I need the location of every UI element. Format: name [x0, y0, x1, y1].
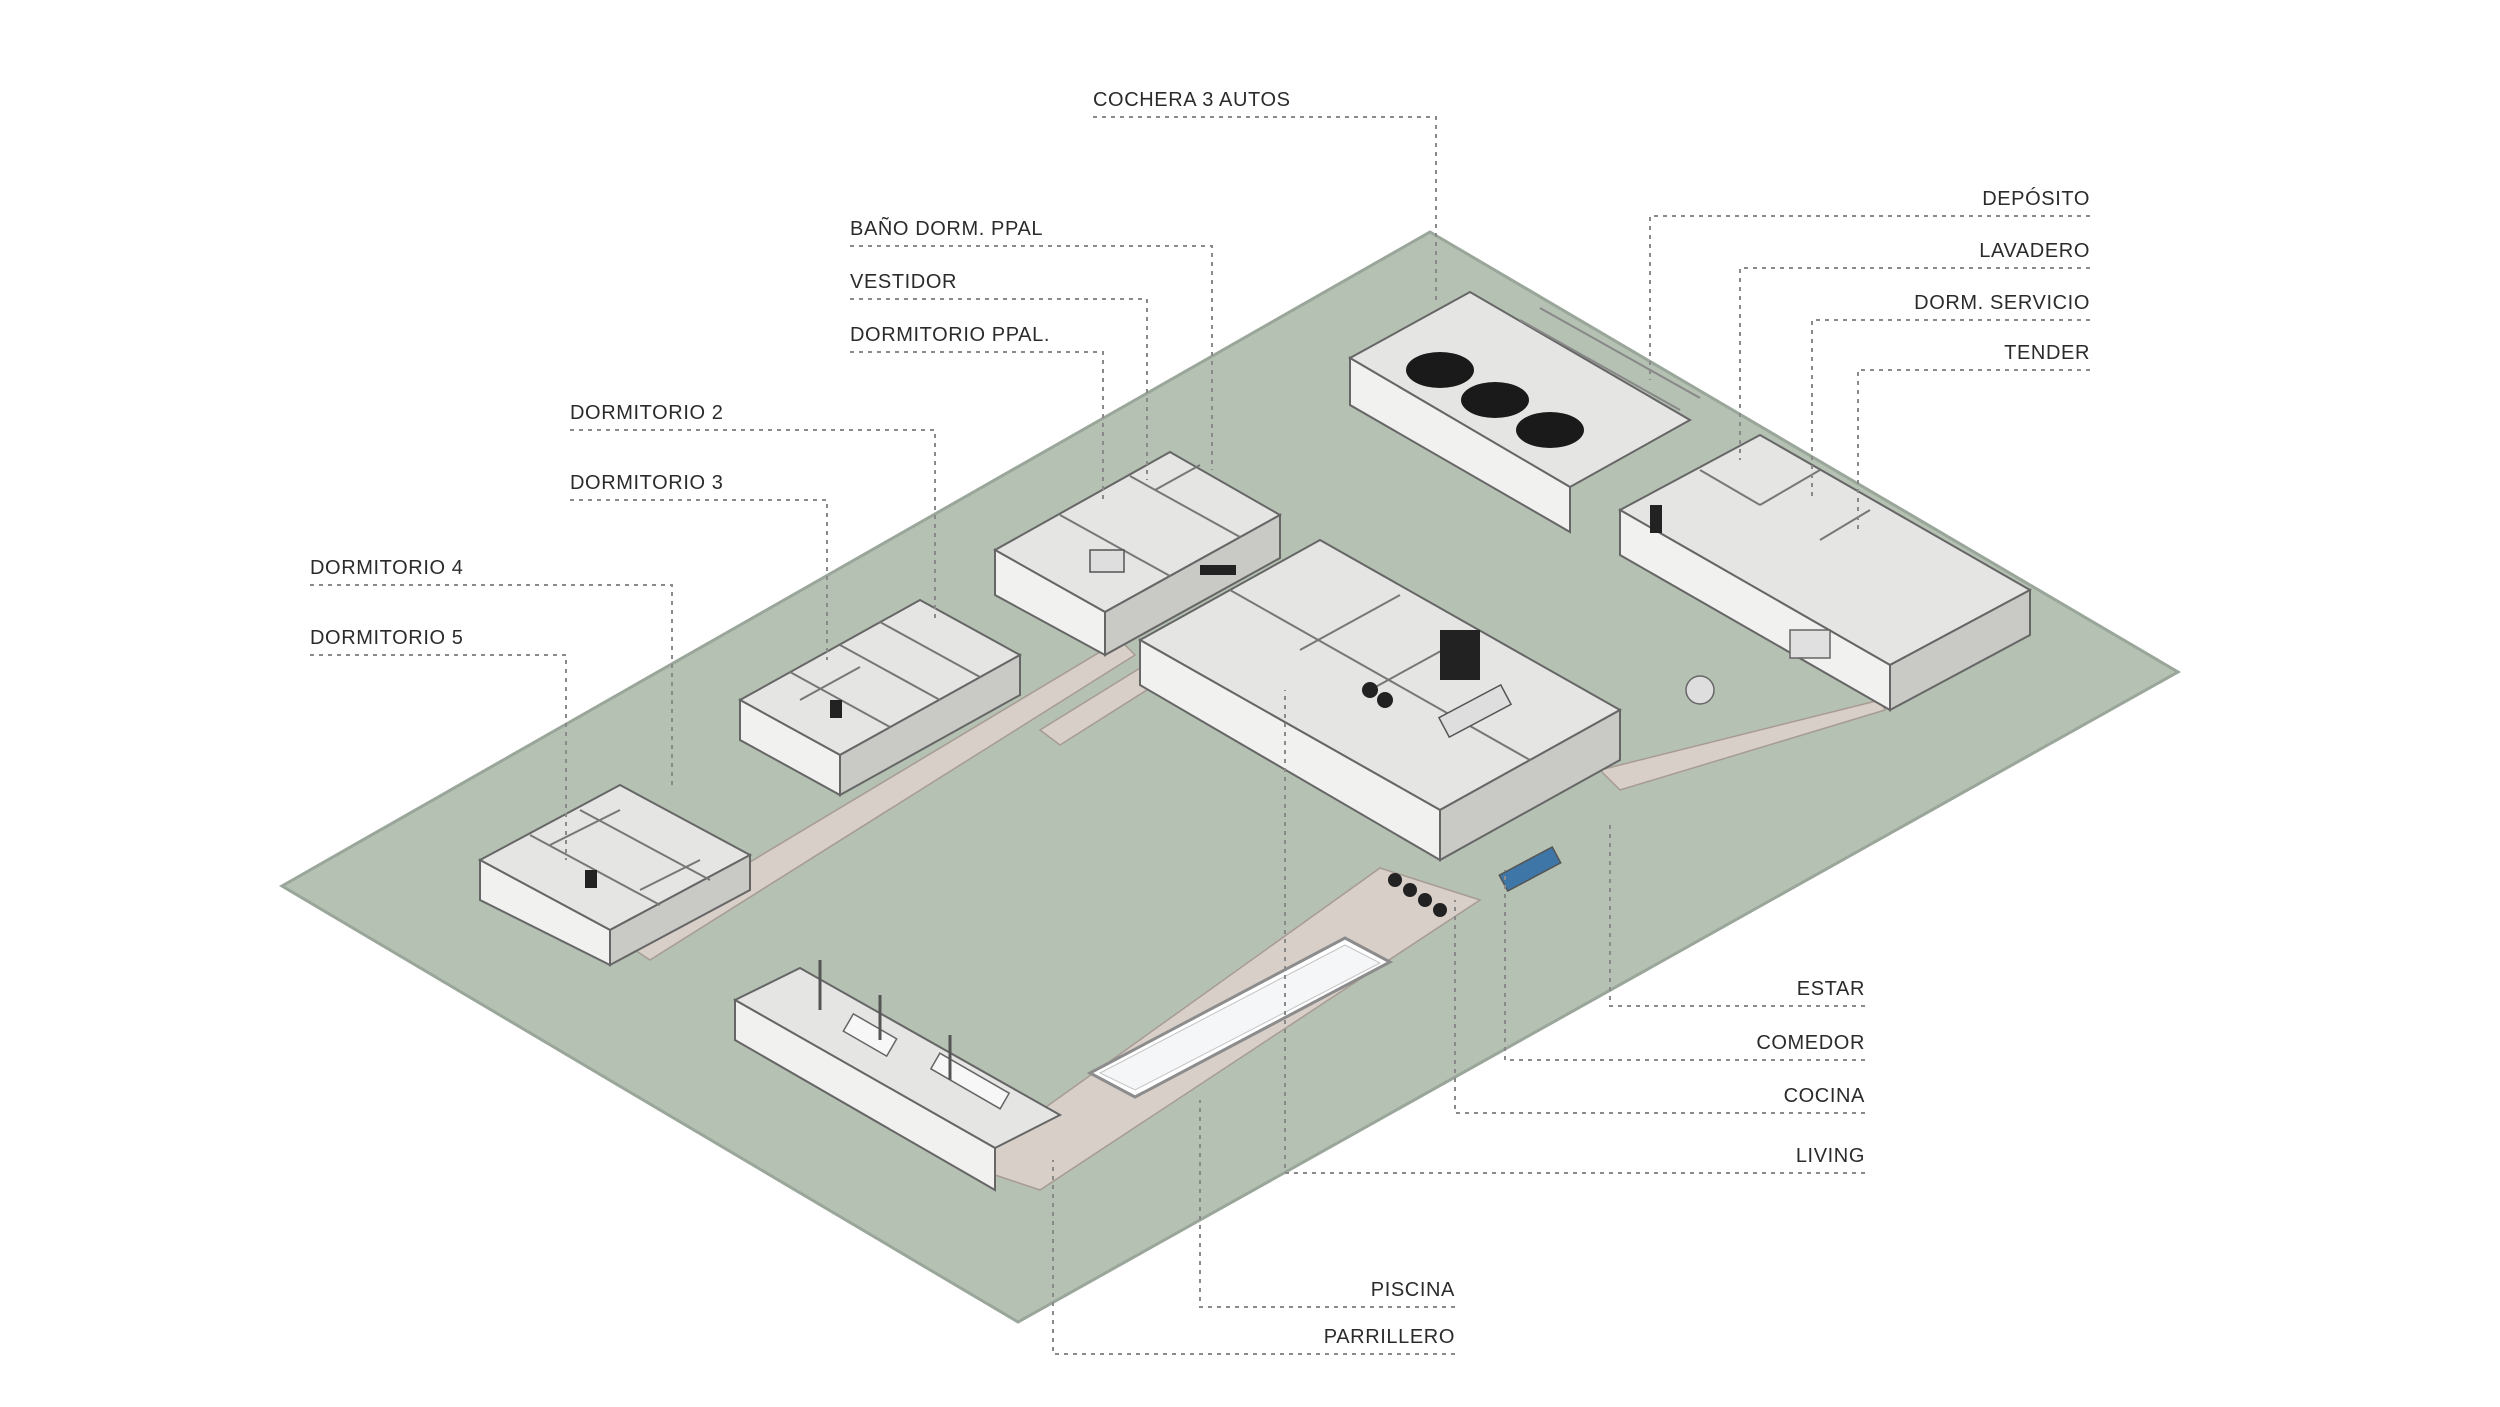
- service-wing: [1617, 433, 2033, 712]
- label-parrillero: PARRILLERO: [1324, 1326, 1455, 1348]
- label-piscina: PISCINA: [1371, 1279, 1455, 1301]
- label-vestidor: VESTIDOR: [850, 271, 957, 293]
- label-estar: ESTAR: [1797, 978, 1865, 1000]
- label-comedor: COMEDOR: [1756, 1032, 1865, 1054]
- leader-lines: [310, 116, 2090, 1355]
- label-tender: TENDER: [2004, 342, 2090, 364]
- label-deposito: DEPÓSITO: [1982, 187, 2090, 210]
- bedroom-wing-5-4: [477, 783, 753, 967]
- label-dormitorio-4: DORMITORIO 4: [310, 557, 464, 579]
- label-bano-dorm-ppal: BAÑO DORM. PPAL: [850, 216, 1043, 240]
- label-dormitorio-ppal: DORMITORIO PPAL.: [850, 324, 1050, 346]
- label-dormitorio-2: DORMITORIO 2: [570, 402, 724, 424]
- label-dormitorio-5: DORMITORIO 5: [310, 627, 464, 649]
- label-living: LIVING: [1796, 1145, 1865, 1167]
- social-block: [1137, 538, 1623, 917]
- master-bedroom-block: [992, 450, 1283, 657]
- room-labels: COCHERA 3 AUTOS BAÑO DORM. PPAL VESTIDOR…: [310, 89, 2090, 1348]
- label-lavadero: LAVADERO: [1979, 240, 2090, 262]
- bedroom-wing-2-3: [737, 598, 1023, 797]
- swimming-pool: [1086, 936, 1394, 1099]
- garage-block: [1347, 290, 1701, 534]
- label-dorm-servicio: DORM. SERVICIO: [1914, 292, 2090, 314]
- label-cochera: COCHERA 3 AUTOS: [1093, 89, 1291, 111]
- label-cocina: COCINA: [1784, 1085, 1865, 1107]
- parrillero-block: [732, 960, 1063, 1192]
- label-dormitorio-3: DORMITORIO 3: [570, 472, 724, 494]
